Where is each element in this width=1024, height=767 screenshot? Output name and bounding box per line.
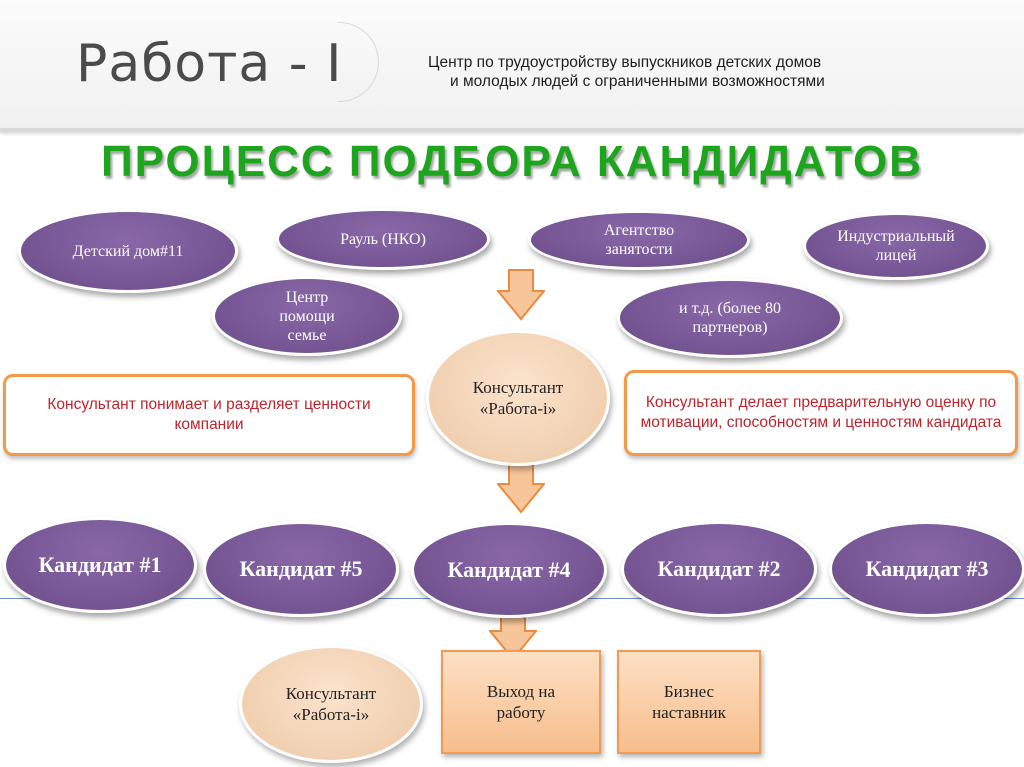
partner-raoul-nko: Рауль (НКО) — [276, 208, 490, 270]
header: Работа - I Центр по трудоустройству выпу… — [0, 0, 1024, 132]
tagline: Центр по трудоустройству выпускников дет… — [428, 53, 825, 91]
candidate-3: Кандидат #3 — [829, 521, 1024, 617]
note-consultant-assessment: Консультант делает предварительную оценк… — [624, 370, 1018, 456]
logo-arc-decoration — [338, 22, 379, 102]
partner-etc-80-partners: и т.д. (более 80 партнеров) — [617, 278, 843, 358]
tagline-line-2: и молодых людей с ограниченными возможно… — [450, 73, 825, 90]
partner-orphanage-11: Детский дом#11 — [18, 209, 238, 293]
note-consultant-values: Консультант понимает и разделяет ценност… — [3, 374, 415, 456]
logo: Работа - I — [76, 34, 343, 94]
partner-family-help-center: Центр помощи семье — [212, 276, 402, 356]
consultant-circle: Консультант «Работа-i» — [426, 330, 610, 466]
candidate-1: Кандидат #1 — [3, 517, 197, 613]
outcome-job-box: Выход на работу — [441, 650, 601, 754]
partner-employment-agency: Агентство занятости — [528, 210, 750, 270]
down-arrow-icon — [497, 462, 545, 514]
down-arrow-icon — [497, 269, 545, 321]
partner-industrial-lyceum: Индустриальный лицей — [803, 212, 989, 280]
candidate-5: Кандидат #5 — [203, 521, 399, 617]
outcome-mentor-box: Бизнес наставник — [617, 650, 761, 754]
candidate-2: Кандидат #2 — [621, 521, 817, 617]
tagline-line-1: Центр по трудоустройству выпускников дет… — [428, 54, 822, 71]
candidate-4: Кандидат #4 — [411, 522, 607, 618]
outcome-consultant-circle: Консультант «Работа-i» — [239, 645, 423, 763]
page-title: ПРОЦЕСС ПОДБОРА КАНДИДАТОВ — [101, 137, 923, 186]
